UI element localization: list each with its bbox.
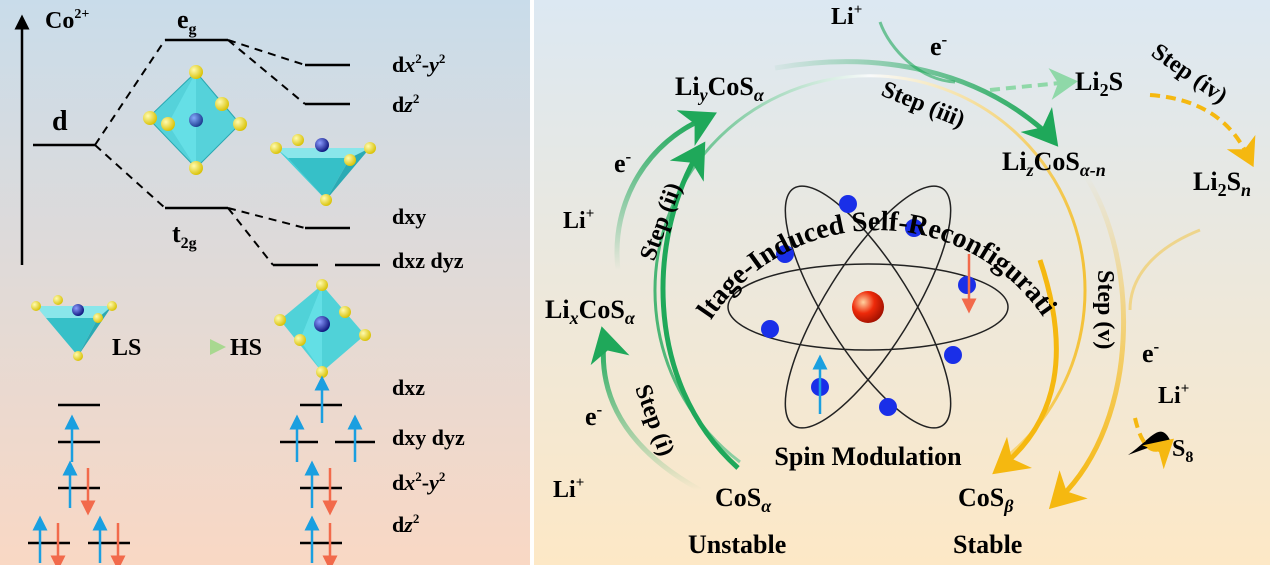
unstable-label: Unstable bbox=[688, 530, 786, 559]
inner-arc bbox=[653, 74, 1087, 464]
orbital-label-dx2y2-top: dx2-y2 bbox=[392, 51, 445, 77]
li-plus-label-step-i: Li+ bbox=[553, 475, 584, 503]
eg-label: eg bbox=[177, 5, 197, 38]
li-plus-label-step-iii: Li+ bbox=[831, 2, 862, 30]
li-input-curve-iii bbox=[878, 21, 956, 84]
cos-alpha-label: CoSα bbox=[715, 483, 772, 516]
orbital-label-dxy-top: dxy bbox=[392, 204, 426, 229]
liy-cos-label: LiyCoSα bbox=[675, 72, 765, 105]
s8-dashed-arrow bbox=[1133, 417, 1174, 470]
electron bbox=[761, 320, 779, 338]
orbital-label-dxz-bottom: dxz bbox=[392, 375, 425, 400]
step-iii-arrowhead bbox=[1020, 106, 1059, 147]
lix-cos-label: LixCoSα bbox=[545, 295, 636, 328]
electron bbox=[776, 245, 794, 263]
nucleus bbox=[852, 291, 884, 323]
step-ii-arrowhead bbox=[676, 110, 717, 147]
ls-pyramid-icon bbox=[31, 295, 117, 361]
electron-label-step-ii: e- bbox=[614, 147, 632, 178]
step-i-arrowhead bbox=[590, 326, 630, 366]
atom-illustration bbox=[727, 185, 1009, 429]
ion-label: Co2+ bbox=[45, 7, 89, 34]
electron bbox=[944, 346, 962, 364]
li-plus-label-step-ii: Li+ bbox=[563, 206, 594, 234]
hs-octahedron-icon bbox=[274, 279, 371, 378]
octahedral-structure-icon bbox=[143, 65, 247, 175]
left-panel-background bbox=[0, 0, 530, 565]
electron bbox=[958, 276, 976, 294]
cos-beta-label: CoSβ bbox=[958, 483, 1014, 516]
electron bbox=[839, 195, 857, 213]
ls-label: LS bbox=[112, 335, 141, 361]
inner-yellow-arrow bbox=[992, 259, 1059, 475]
split-line-2 bbox=[227, 39, 306, 105]
electron-configurations: dxz dxy dyz dx2-y2 dz2 bbox=[28, 375, 465, 565]
electron-label-step-iii: e- bbox=[930, 30, 948, 61]
panel-divider bbox=[530, 0, 534, 565]
electron-label-step-v: e- bbox=[1142, 337, 1160, 368]
electron bbox=[905, 219, 923, 237]
li2s-label: Li2S bbox=[1075, 67, 1123, 100]
step-v-label: Step (v) bbox=[1092, 270, 1118, 349]
d-level-label: d bbox=[52, 106, 68, 137]
orbital-label-dxydyz-bottom: dxy dyz bbox=[392, 425, 465, 450]
orbital-label-dxzdyz-top: dxz dyz bbox=[392, 248, 464, 273]
spin-state-transition: LS HS bbox=[31, 279, 371, 378]
s8-label: S8 bbox=[1172, 436, 1193, 466]
electron bbox=[879, 398, 897, 416]
step-v-arrow bbox=[1058, 173, 1127, 500]
inner-green-arrow bbox=[660, 141, 740, 470]
t2g-label: t2g bbox=[172, 219, 197, 252]
energy-level-diagram: Co2+ d eg t2g dx2-y2 dz2 dxy dxz dyz bbox=[14, 5, 464, 273]
d-to-eg-line bbox=[94, 39, 166, 146]
li2sn-label: Li2Sn bbox=[1193, 167, 1251, 200]
step-iv-arrow bbox=[1149, 93, 1256, 168]
li-plus-label-step-v: Li+ bbox=[1158, 381, 1189, 409]
li2s-dashed-arrow bbox=[989, 68, 1078, 100]
orbital-label-dx2y2-bottom: dx2-y2 bbox=[392, 469, 445, 495]
d-to-t2g-line bbox=[94, 144, 166, 209]
split-line-4 bbox=[227, 207, 274, 266]
square-planar-structure-icon bbox=[270, 134, 376, 206]
electron-label-step-i: e- bbox=[585, 400, 603, 431]
right-panel-background bbox=[534, 0, 1270, 565]
stable-label: Stable bbox=[953, 530, 1022, 559]
ls-to-hs-arrowhead bbox=[210, 339, 226, 355]
spin-modulation-label: Spin Modulation bbox=[774, 442, 962, 471]
orbital-label-dz2-top: dz2 bbox=[392, 91, 419, 117]
orbital-label-dz2-bottom: dz2 bbox=[392, 511, 419, 537]
hs-label: HS bbox=[230, 335, 262, 361]
li2sn-to-step-v-curve bbox=[1128, 228, 1201, 311]
liz-cos-label: LizCoSα-n bbox=[1002, 147, 1106, 180]
step-v-arrowhead bbox=[1048, 470, 1088, 510]
